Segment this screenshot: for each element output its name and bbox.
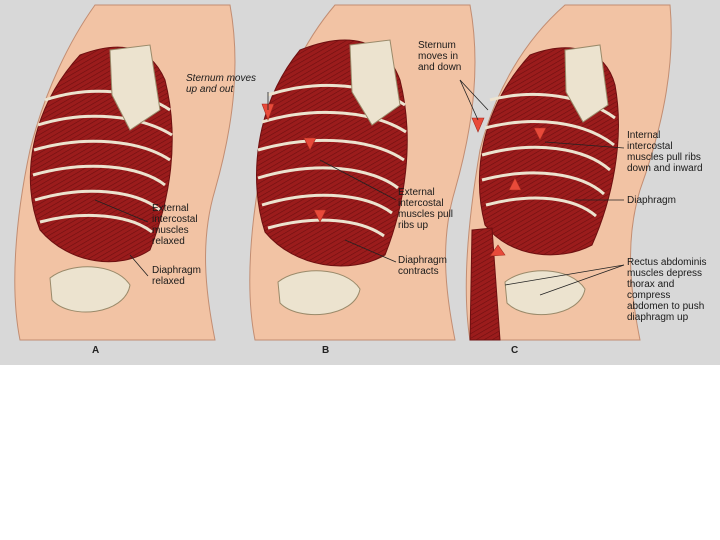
panel-letter-a: A (92, 345, 99, 356)
label-c-rectus-abdominis: Rectus abdominis muscles depress thorax … (627, 257, 706, 323)
blank-area (0, 365, 720, 540)
panel-letter-c: C (511, 345, 518, 356)
label-a-diaphragm: Diaphragm relaxed (152, 265, 201, 287)
label-a-external-intercostal: External intercostal muscles relaxed (152, 203, 198, 247)
label-c-sternum: Sternum moves in and down (418, 40, 461, 73)
respiration-diagram: External intercostal muscles relaxed Dia… (0, 0, 720, 365)
panel-a-illustration (15, 5, 235, 340)
thorax-illustrations (0, 0, 720, 365)
label-b-diaphragm: Diaphragm contracts (398, 255, 447, 277)
label-c-diaphragm: Diaphragm (627, 195, 676, 206)
panel-letter-b: B (322, 345, 329, 356)
label-b-sternum: Sternum moves up and out (186, 73, 256, 95)
label-c-internal-intercostal: Internal intercostal muscles pull ribs d… (627, 130, 703, 174)
label-b-external-intercostal: External intercostal muscles pull ribs u… (398, 187, 453, 231)
